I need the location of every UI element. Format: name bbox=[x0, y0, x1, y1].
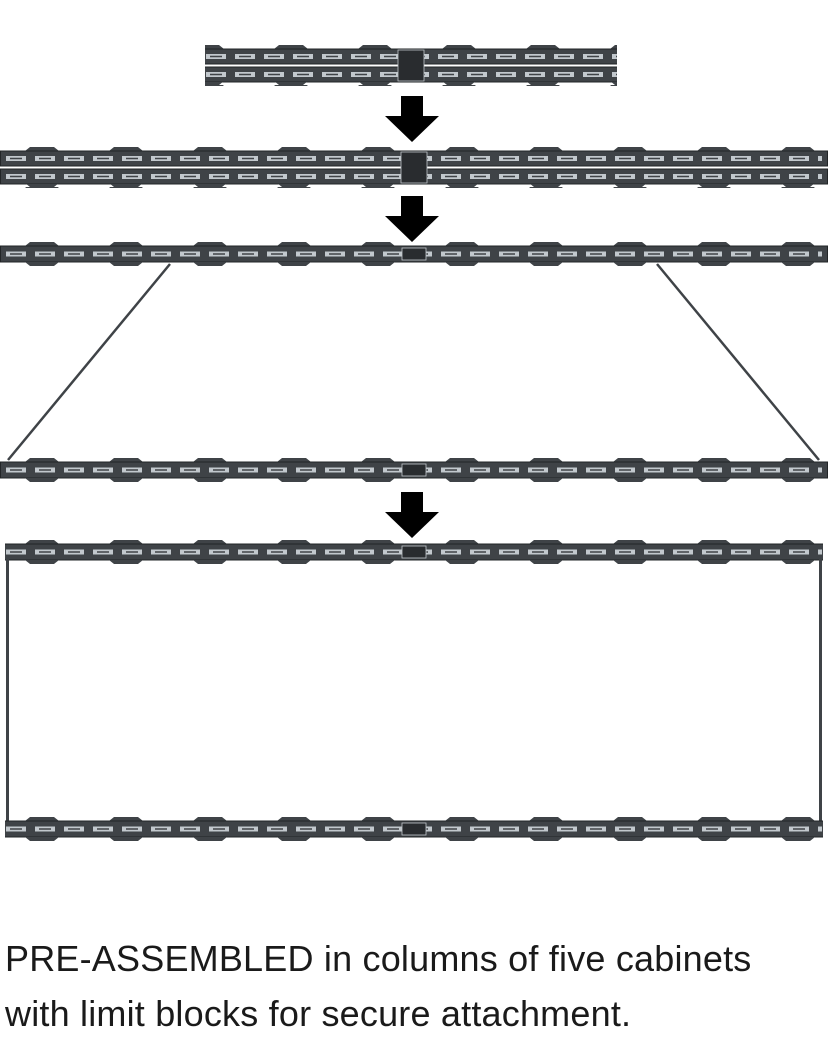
down-arrow-icon bbox=[385, 96, 439, 142]
frame-right-edge bbox=[819, 558, 822, 821]
caption-text: PRE-ASSEMBLED in columns of five cabinet… bbox=[5, 931, 752, 1041]
down-arrow-icon bbox=[385, 492, 439, 538]
rail-full-width-double bbox=[0, 147, 828, 188]
down-arrow-icon bbox=[385, 196, 439, 242]
rail-expansion-bottom bbox=[0, 458, 828, 482]
caption-line-2: with limit blocks for secure attachment. bbox=[5, 993, 632, 1034]
frame-top-rail bbox=[5, 540, 823, 564]
expansion-guide-lines bbox=[7, 263, 820, 461]
caption-line-1: PRE-ASSEMBLED in columns of five cabinet… bbox=[5, 938, 752, 979]
frame-left-edge bbox=[6, 558, 9, 821]
cabinet-column-frame bbox=[0, 540, 828, 838]
expansion-line-right bbox=[656, 263, 820, 461]
rail-segment-single bbox=[205, 45, 617, 86]
frame-bottom-rail bbox=[5, 817, 823, 841]
expansion-line-left bbox=[7, 263, 171, 461]
